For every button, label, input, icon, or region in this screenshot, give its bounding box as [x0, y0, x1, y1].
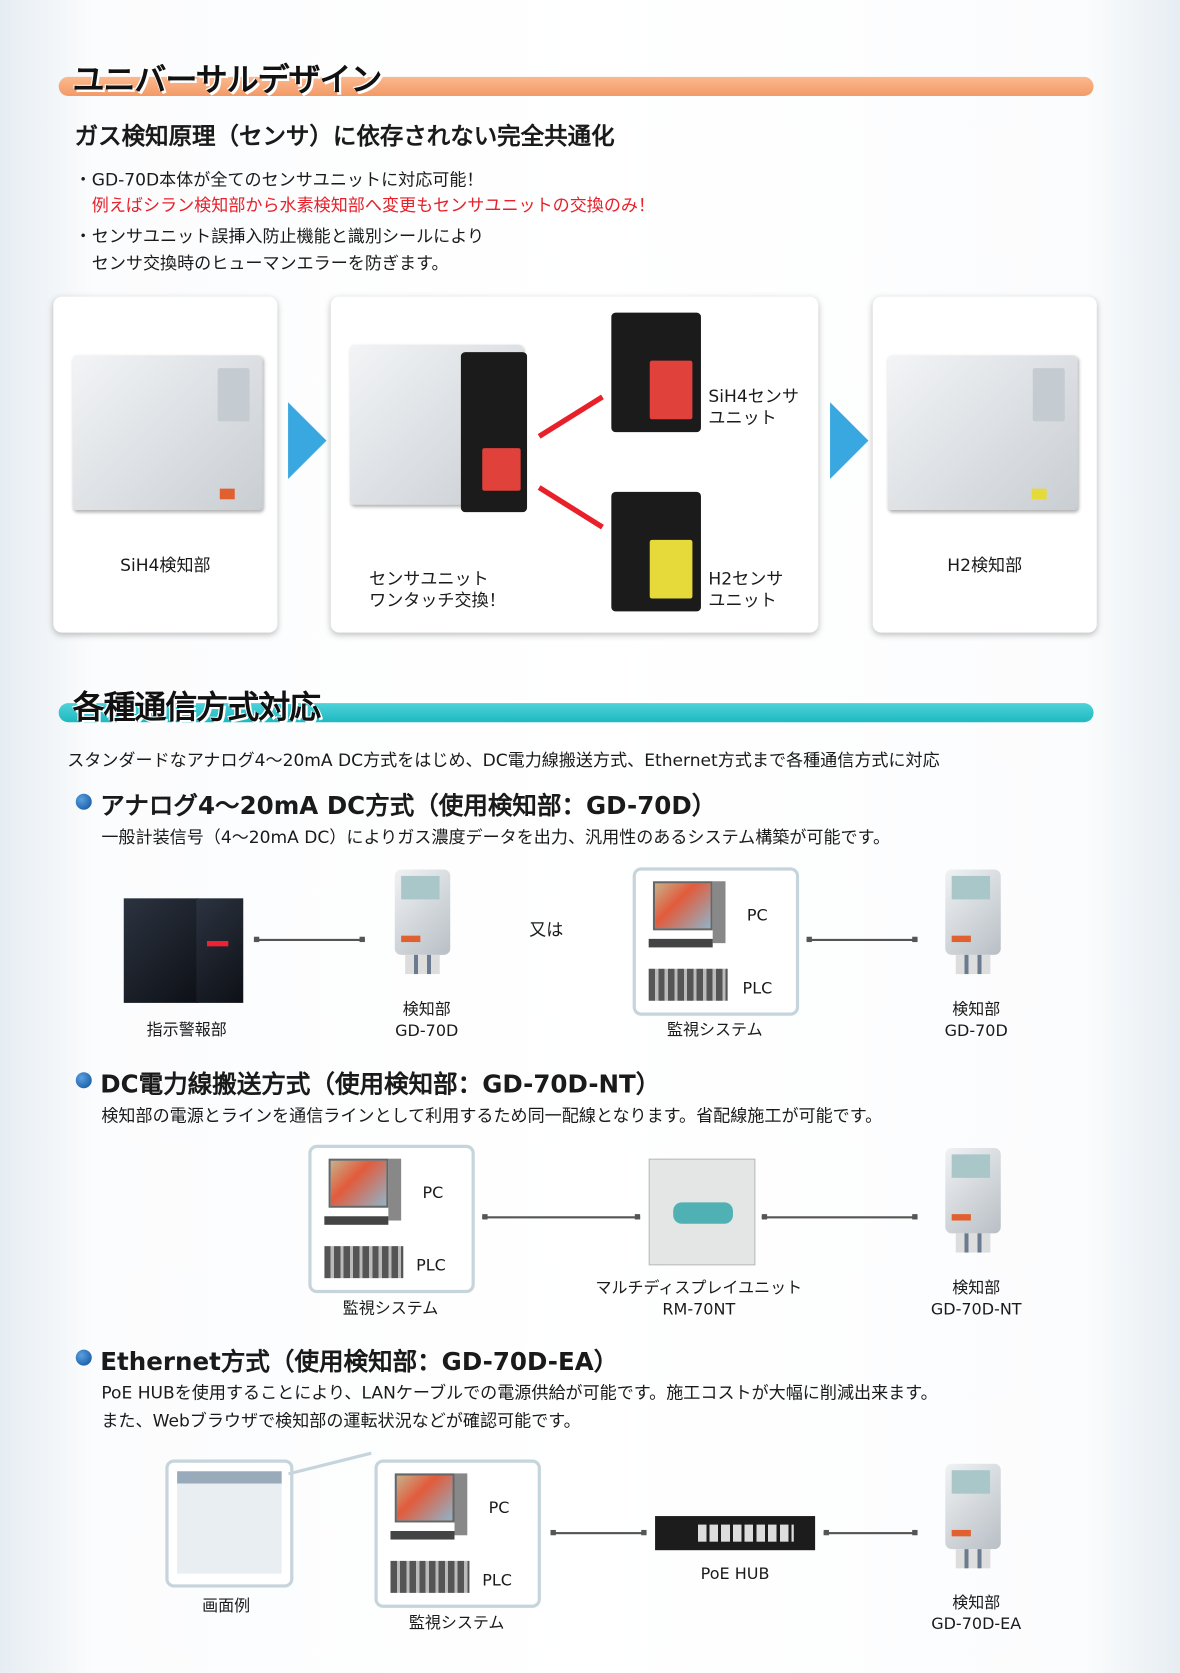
bullet-icon	[75, 1349, 92, 1366]
section-bar-orange	[58, 76, 1094, 97]
bullet-text: ・センサユニット誤挿入防止機能と識別シールにより	[74, 226, 485, 247]
label-line: GD-70D	[944, 1021, 1008, 1041]
section-title: ユニバーサルデザイン	[72, 61, 383, 100]
red-arrow-icon	[537, 485, 604, 530]
connection-line	[482, 1214, 641, 1220]
red-arrow-icon	[537, 394, 604, 439]
label-line: 検知部	[952, 1592, 1001, 1613]
plc-image	[324, 1246, 404, 1279]
detector-image	[72, 355, 263, 510]
label-line: ワンタッチ交換！	[369, 589, 506, 611]
monitor-label: 監視システム	[667, 1019, 763, 1040]
callout-line	[288, 1451, 372, 1476]
arrow-right-icon	[830, 402, 869, 480]
screen-example-label: 画面例	[202, 1596, 251, 1616]
heading-ethernet: Ethernet方式（使用検知部：GD-70D-EA）	[100, 1348, 619, 1377]
label-line: GD-70D-EA	[931, 1614, 1022, 1634]
poe-hub-label: PoE HUB	[700, 1564, 770, 1584]
detector-image	[887, 355, 1078, 510]
screen-example-box	[165, 1459, 294, 1588]
detector-image	[945, 1463, 1001, 1571]
connection-line	[823, 1529, 918, 1536]
or-label: 又は	[529, 919, 564, 940]
connection-line	[253, 936, 365, 943]
detector-image	[394, 869, 451, 977]
multi-display-image	[648, 1158, 756, 1266]
pc-label: PC	[422, 1183, 444, 1203]
card-sensor-exchange: SiH4センサユニット H2センサユニット センサユニットワンタッチ交換！	[330, 296, 819, 633]
h2-sensor-unit-image	[611, 491, 701, 612]
bullet-icon	[75, 793, 92, 810]
sih4-unit-label: SiH4センサユニット	[708, 386, 799, 429]
card-h2-detector: H2検知部	[872, 296, 1097, 633]
bullet-text: センサ交換時のヒューマンエラーを防ぎます。	[91, 252, 449, 274]
card-label: SiH4検知部	[120, 554, 211, 576]
exchange-label: センサユニットワンタッチ交換！	[369, 569, 506, 612]
h2-unit-label: H2センサユニット	[708, 569, 783, 612]
label-line: SiH4センサ	[708, 386, 799, 407]
monitor-system-box: PC PLC	[374, 1459, 541, 1608]
connection-line	[806, 936, 918, 943]
label-line: センサユニット	[369, 568, 489, 589]
indicator-image	[196, 898, 244, 1003]
label-line: ユニット	[708, 407, 777, 428]
label-line: 検知部	[952, 999, 1001, 1019]
plc-image	[390, 1560, 470, 1593]
plc-label: PLC	[742, 978, 773, 998]
label-line: GD-70D	[395, 1021, 459, 1041]
desc-dc: 検知部の電源とラインを通信ラインとして利用するため同一配線となります。省配線施工…	[101, 1105, 883, 1126]
bullet-text: ・GD-70D本体が全てのセンサユニットに対応可能！	[74, 169, 484, 190]
poe-hub-image	[655, 1516, 816, 1551]
monitor-label: 監視システム	[408, 1613, 505, 1633]
label-line: GD-70D-NT	[930, 1299, 1022, 1319]
intro-text: スタンダードなアナログ4〜20mA DC方式をはじめ、DC電力線搬送方式、Eth…	[67, 750, 940, 771]
sih4-sensor-unit-image	[611, 312, 701, 433]
pc-image	[648, 881, 726, 948]
pc-label: PC	[488, 1497, 510, 1518]
monitor-system-box: PC PLC	[308, 1144, 475, 1294]
label-line: 検知部	[952, 1278, 1001, 1298]
section-bar-teal	[58, 703, 1094, 723]
heading-analog: アナログ4〜20mA DC方式（使用検知部：GD-70D）	[100, 792, 717, 821]
desc-ethernet: PoE HUBを使用することにより、LANケーブルでの電源供給が可能です。施工コ…	[101, 1382, 938, 1403]
monitor-system-box: PC PLC	[632, 867, 800, 1016]
pc-image	[324, 1158, 402, 1225]
bullet-icon	[75, 1072, 92, 1089]
card-label: H2検知部	[947, 554, 1023, 576]
detector-image	[945, 1147, 1001, 1255]
arrow-right-icon	[288, 402, 327, 480]
label-line: ユニット	[708, 589, 777, 611]
indicator-label: 指示警報部	[146, 1019, 227, 1040]
desc-ethernet: また、Webブラウザで検知部の運転状況などが確認可能です。	[101, 1410, 581, 1431]
desc-analog: 一般計装信号（4〜20mA DC）によりガス濃度データを出力、汎用性のあるシステ…	[101, 826, 891, 848]
pc-image	[390, 1473, 468, 1540]
monitor-label: 監視システム	[342, 1298, 439, 1318]
connection-line	[761, 1214, 918, 1220]
pc-label: PC	[746, 905, 768, 926]
label-line: H2センサ	[708, 568, 784, 589]
label-line: 検知部	[402, 999, 451, 1019]
connection-line	[550, 1529, 647, 1536]
plc-image	[648, 968, 728, 1001]
indicator-image	[123, 898, 199, 1003]
plc-label: PLC	[482, 1570, 512, 1590]
plc-label: PLC	[416, 1255, 446, 1275]
detector-image	[945, 869, 1001, 977]
heading-dc: DC電力線搬送方式（使用検知部：GD-70D-NT）	[100, 1071, 661, 1099]
label-line: マルチディスプレイユニット	[595, 1278, 803, 1298]
card-sih4-detector: SiH4検知部	[53, 296, 278, 633]
section-title: 各種通信方式対応	[72, 689, 322, 727]
sensor-inserted	[460, 352, 528, 513]
section-subtitle: ガス検知原理（センサ）に依存されない完全共通化	[74, 123, 615, 151]
label-line: RM-70NT	[662, 1299, 736, 1319]
bullet-text-red: 例えばシラン検知部から水素検知部へ変更もセンサユニットの交換のみ！	[91, 195, 656, 216]
